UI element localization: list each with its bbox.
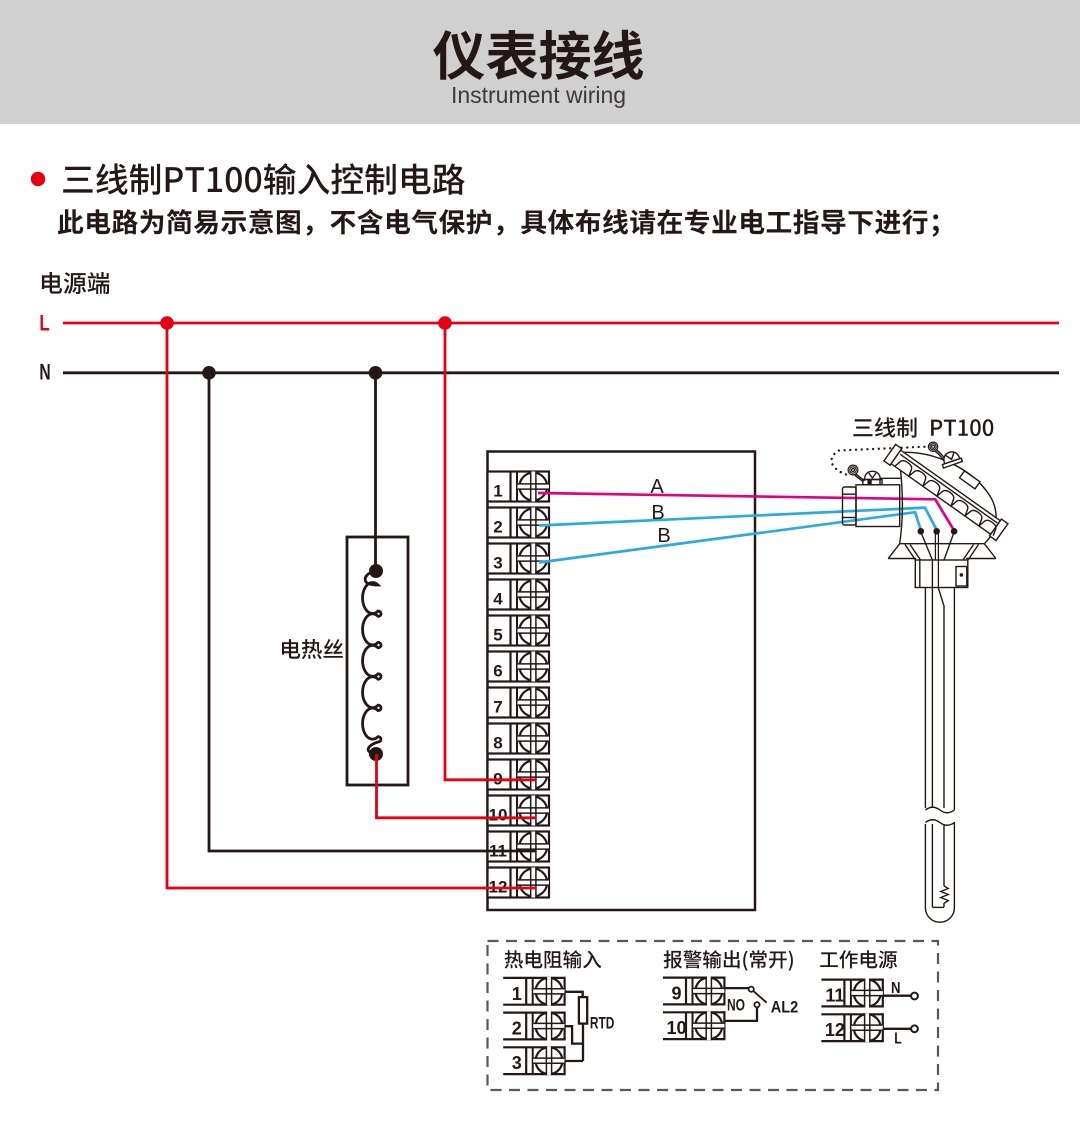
svg-text:RTD: RTD (590, 1015, 615, 1033)
svg-text:6: 6 (493, 662, 502, 681)
svg-text:N: N (39, 359, 50, 384)
svg-text:L: L (39, 311, 49, 336)
svg-text:2: 2 (512, 1019, 522, 1039)
svg-text:L: L (894, 1031, 902, 1048)
svg-text:1: 1 (512, 984, 522, 1004)
svg-text:8: 8 (493, 734, 502, 753)
svg-text:NO: NO (727, 996, 745, 1014)
svg-text:12: 12 (825, 1020, 845, 1040)
svg-text:Instrument wiring: Instrument wiring (451, 82, 626, 108)
svg-text:B: B (651, 502, 664, 524)
svg-text:A: A (650, 476, 664, 498)
svg-text:2: 2 (493, 518, 502, 537)
svg-text:7: 7 (493, 698, 502, 717)
svg-text:B: B (657, 525, 670, 547)
svg-text:3: 3 (493, 554, 502, 573)
svg-text:5: 5 (493, 626, 502, 645)
svg-text:N: N (891, 980, 901, 997)
svg-text:10: 10 (666, 1018, 686, 1038)
svg-text:10: 10 (489, 806, 508, 825)
svg-text:AL2: AL2 (771, 999, 799, 1017)
svg-text:1: 1 (493, 482, 502, 501)
svg-text:11: 11 (825, 986, 844, 1006)
svg-text:9: 9 (671, 984, 681, 1004)
svg-text:4: 4 (493, 590, 503, 609)
svg-text:3: 3 (512, 1053, 522, 1073)
